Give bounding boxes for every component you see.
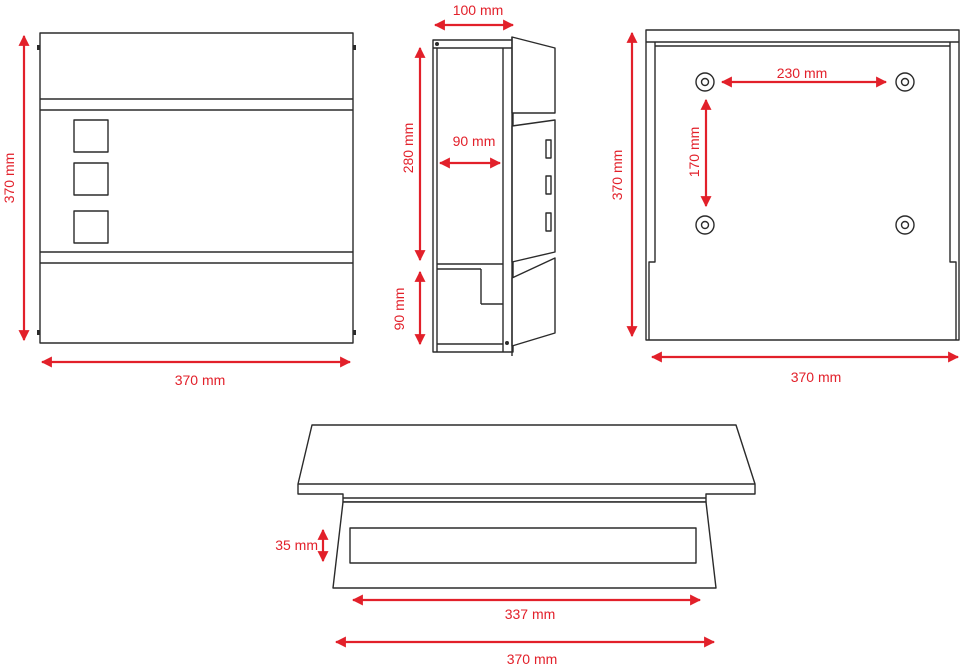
front-height-label: 370 mm (1, 153, 17, 204)
front-body (39, 32, 354, 344)
side-view (432, 36, 556, 356)
hole-vertical-label: 170 mm (686, 127, 702, 178)
hole-horizontal-label: 230 mm (777, 65, 828, 81)
bottom-view (297, 424, 756, 589)
mounting-hole-bottom-right (895, 215, 915, 235)
front-window-3 (73, 210, 109, 244)
side-upper-height-label: 280 mm (400, 123, 416, 174)
bottom-width-label: 370 mm (507, 651, 558, 667)
slot-height-label: 35 mm (275, 537, 318, 553)
front-window-2 (73, 162, 109, 196)
side-outline (432, 39, 514, 353)
side-inner-depth-label: 90 mm (453, 133, 496, 149)
back-view (645, 29, 960, 341)
mounting-hole-top-right (895, 72, 915, 92)
side-depth-label: 100 mm (453, 2, 504, 18)
front-view (37, 32, 356, 344)
slot-width-label: 337 mm (505, 606, 556, 622)
back-width-label: 370 mm (791, 369, 842, 385)
mounting-hole-top-left (695, 72, 715, 92)
side-lower-height-label: 90 mm (391, 288, 407, 331)
bottom-slot (349, 527, 697, 564)
back-panel (645, 29, 960, 341)
front-width-label: 370 mm (175, 372, 226, 388)
front-window-1 (73, 119, 109, 153)
mounting-hole-bottom-left (695, 215, 715, 235)
back-height-label: 370 mm (609, 150, 625, 201)
